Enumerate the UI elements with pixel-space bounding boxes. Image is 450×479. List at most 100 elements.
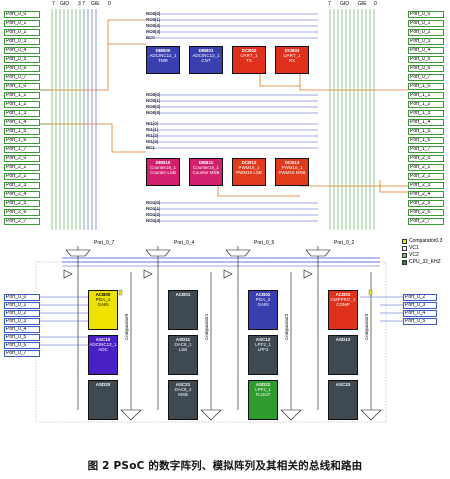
left-port[interactable]: Port_1_0: [4, 83, 40, 90]
block-function: LSB: [178, 347, 188, 352]
analog-right-port[interactable]: Port_0_4: [403, 310, 437, 317]
legend-swatch: [402, 260, 407, 265]
right-port[interactable]: Port_2_2: [408, 173, 444, 180]
digital-block-dbb01[interactable]: DBB01 ADCINC12_1 CNT: [189, 46, 223, 74]
digital-block-dbb11[interactable]: DBB11 Counter16_1 Counter MSB: [189, 158, 223, 186]
left-port[interactable]: Port_1_3: [4, 110, 40, 117]
right-port[interactable]: Port_2_4: [408, 191, 444, 198]
digital-block-dbb10[interactable]: DBB10 Counter16_1 Counter LSB: [146, 158, 180, 186]
left-port[interactable]: Port_2_4: [4, 191, 40, 198]
analog-block-acb03[interactable]: ACB03 CMPPRG_1 COMP: [328, 290, 358, 330]
right-port[interactable]: Port_2_7: [408, 218, 444, 225]
left-port[interactable]: Port_0_5: [4, 56, 40, 63]
block-function: COMP: [336, 302, 350, 307]
right-port[interactable]: Port_1_2: [408, 101, 444, 108]
right-port[interactable]: Port_0_5: [408, 56, 444, 63]
block-module: Counter16_1: [192, 165, 220, 170]
left-port[interactable]: Port_0_0: [4, 11, 40, 18]
left-port[interactable]: Port_0_2: [4, 29, 40, 36]
legend-swatch: [402, 246, 407, 251]
analog-right-port[interactable]: Port_0_5: [403, 318, 437, 325]
right-port[interactable]: Port_0_2: [408, 29, 444, 36]
right-port[interactable]: Port_2_0: [408, 155, 444, 162]
row-bus-label: RO0[3]: [146, 110, 161, 115]
block-module: PGA_1: [95, 297, 111, 302]
analog-left-port[interactable]: Port_0_1: [4, 302, 40, 309]
block-name: ACB00: [95, 292, 111, 297]
left-port[interactable]: Port_2_5: [4, 200, 40, 207]
row-bus-label: RO0[2]: [146, 23, 161, 28]
right-port[interactable]: Port_1_7: [408, 146, 444, 153]
digital-block-dcb03[interactable]: DCB03 UART_1 RX: [275, 46, 309, 74]
row-bus-label: RI1[0]: [146, 121, 159, 126]
block-function: Counter MSB: [192, 170, 220, 175]
right-port[interactable]: Port_2_6: [408, 209, 444, 216]
analog-block-acb00[interactable]: ACB00 PGA_1 GAIN: [88, 290, 118, 330]
block-module: Counter16_1: [149, 165, 177, 170]
digital-block-dcb02[interactable]: DCB02 UART_1 TX: [232, 46, 266, 74]
right-port[interactable]: Port_0_0: [408, 11, 444, 18]
analog-left-port[interactable]: Port_0_4: [4, 326, 40, 333]
analog-block-acb02[interactable]: ACB02 PGA_2 GAIN: [248, 290, 278, 330]
right-port[interactable]: Port_2_3: [408, 182, 444, 189]
analog-block-asd13[interactable]: ASD13: [328, 335, 358, 375]
right-port[interactable]: Port_0_3: [408, 38, 444, 45]
analog-block-asc12[interactable]: ASC12 LPF2_1 LPF2: [248, 335, 278, 375]
right-port[interactable]: Port_1_4: [408, 119, 444, 126]
analog-block-asd11[interactable]: ASD11 DAC8_1 LSB: [168, 335, 198, 375]
analog-block-acb01[interactable]: ACB01: [168, 290, 198, 330]
analog-left-port[interactable]: Port_0_3: [4, 318, 40, 325]
left-port[interactable]: Port_1_7: [4, 146, 40, 153]
right-port[interactable]: Port_0_1: [408, 20, 444, 27]
analog-left-port[interactable]: Port_0_5: [4, 334, 40, 341]
row-bus-label: RO1[3]: [146, 218, 161, 223]
right-port[interactable]: Port_1_0: [408, 83, 444, 90]
right-port[interactable]: Port_2_1: [408, 164, 444, 171]
analog-block-asd20[interactable]: ASD20: [88, 380, 118, 420]
block-module: LPF2_1: [255, 387, 271, 392]
digital-block-dcb13[interactable]: DCB13 PWM16_1 PWM16 MSB: [275, 158, 309, 186]
analog-left-port[interactable]: Port_0_0: [4, 294, 40, 301]
digital-block-dbb00[interactable]: DBB00 ADCINC12_1 TMR: [146, 46, 180, 74]
analog-right-port[interactable]: Port_0_3: [403, 302, 437, 309]
row-bus-label: RO1[1]: [146, 206, 161, 211]
left-port[interactable]: Port_2_2: [4, 173, 40, 180]
left-port[interactable]: Port_2_6: [4, 209, 40, 216]
left-port[interactable]: Port_0_7: [4, 74, 40, 81]
analog-block-asc23[interactable]: ASC23: [328, 380, 358, 420]
analog-right-port[interactable]: Port_0_2: [403, 294, 437, 301]
digital-block-dcb12[interactable]: DCB12 PWM16_1 PWM16 LSB: [232, 158, 266, 186]
right-port[interactable]: Port_2_5: [408, 200, 444, 207]
left-port[interactable]: Port_2_7: [4, 218, 40, 225]
block-function: MSB: [178, 392, 188, 397]
analog-block-asc21[interactable]: ASC21 DAC8_1 MSB: [168, 380, 198, 420]
right-port[interactable]: Port_1_1: [408, 92, 444, 99]
right-port[interactable]: Port_1_6: [408, 137, 444, 144]
analog-block-asc10[interactable]: ASC10 ADCINC12_1 ADC: [88, 335, 118, 375]
left-port[interactable]: Port_0_6: [4, 65, 40, 72]
left-port[interactable]: Port_1_2: [4, 101, 40, 108]
block-function: TX: [246, 58, 252, 63]
left-port[interactable]: Port_2_3: [4, 182, 40, 189]
right-port[interactable]: Port_1_5: [408, 128, 444, 135]
legend-swatch: [402, 253, 407, 258]
left-port[interactable]: Port_1_4: [4, 119, 40, 126]
left-port[interactable]: Port_2_1: [4, 164, 40, 171]
right-port[interactable]: Port_0_6: [408, 65, 444, 72]
comparator-label: Comparator1: [204, 313, 209, 340]
left-port[interactable]: Port_2_0: [4, 155, 40, 162]
right-port[interactable]: Port_0_4: [408, 47, 444, 54]
right-port[interactable]: Port_1_3: [408, 110, 444, 117]
left-port[interactable]: Port_0_1: [4, 20, 40, 27]
left-port[interactable]: Port_1_6: [4, 137, 40, 144]
left-port[interactable]: Port_1_5: [4, 128, 40, 135]
left-port[interactable]: Port_1_1: [4, 92, 40, 99]
analog-left-port[interactable]: Port_0_6: [4, 342, 40, 349]
analog-left-port[interactable]: Port_0_2: [4, 310, 40, 317]
left-port[interactable]: Port_0_3: [4, 38, 40, 45]
analog-left-port[interactable]: Port_0_7: [4, 350, 40, 357]
left-port[interactable]: Port_0_4: [4, 47, 40, 54]
analog-block-asd22[interactable]: ASD22 LPF2_1 FLOUT: [248, 380, 278, 420]
block-function: PWM16 MSB: [278, 170, 306, 175]
right-port[interactable]: Port_0_7: [408, 74, 444, 81]
